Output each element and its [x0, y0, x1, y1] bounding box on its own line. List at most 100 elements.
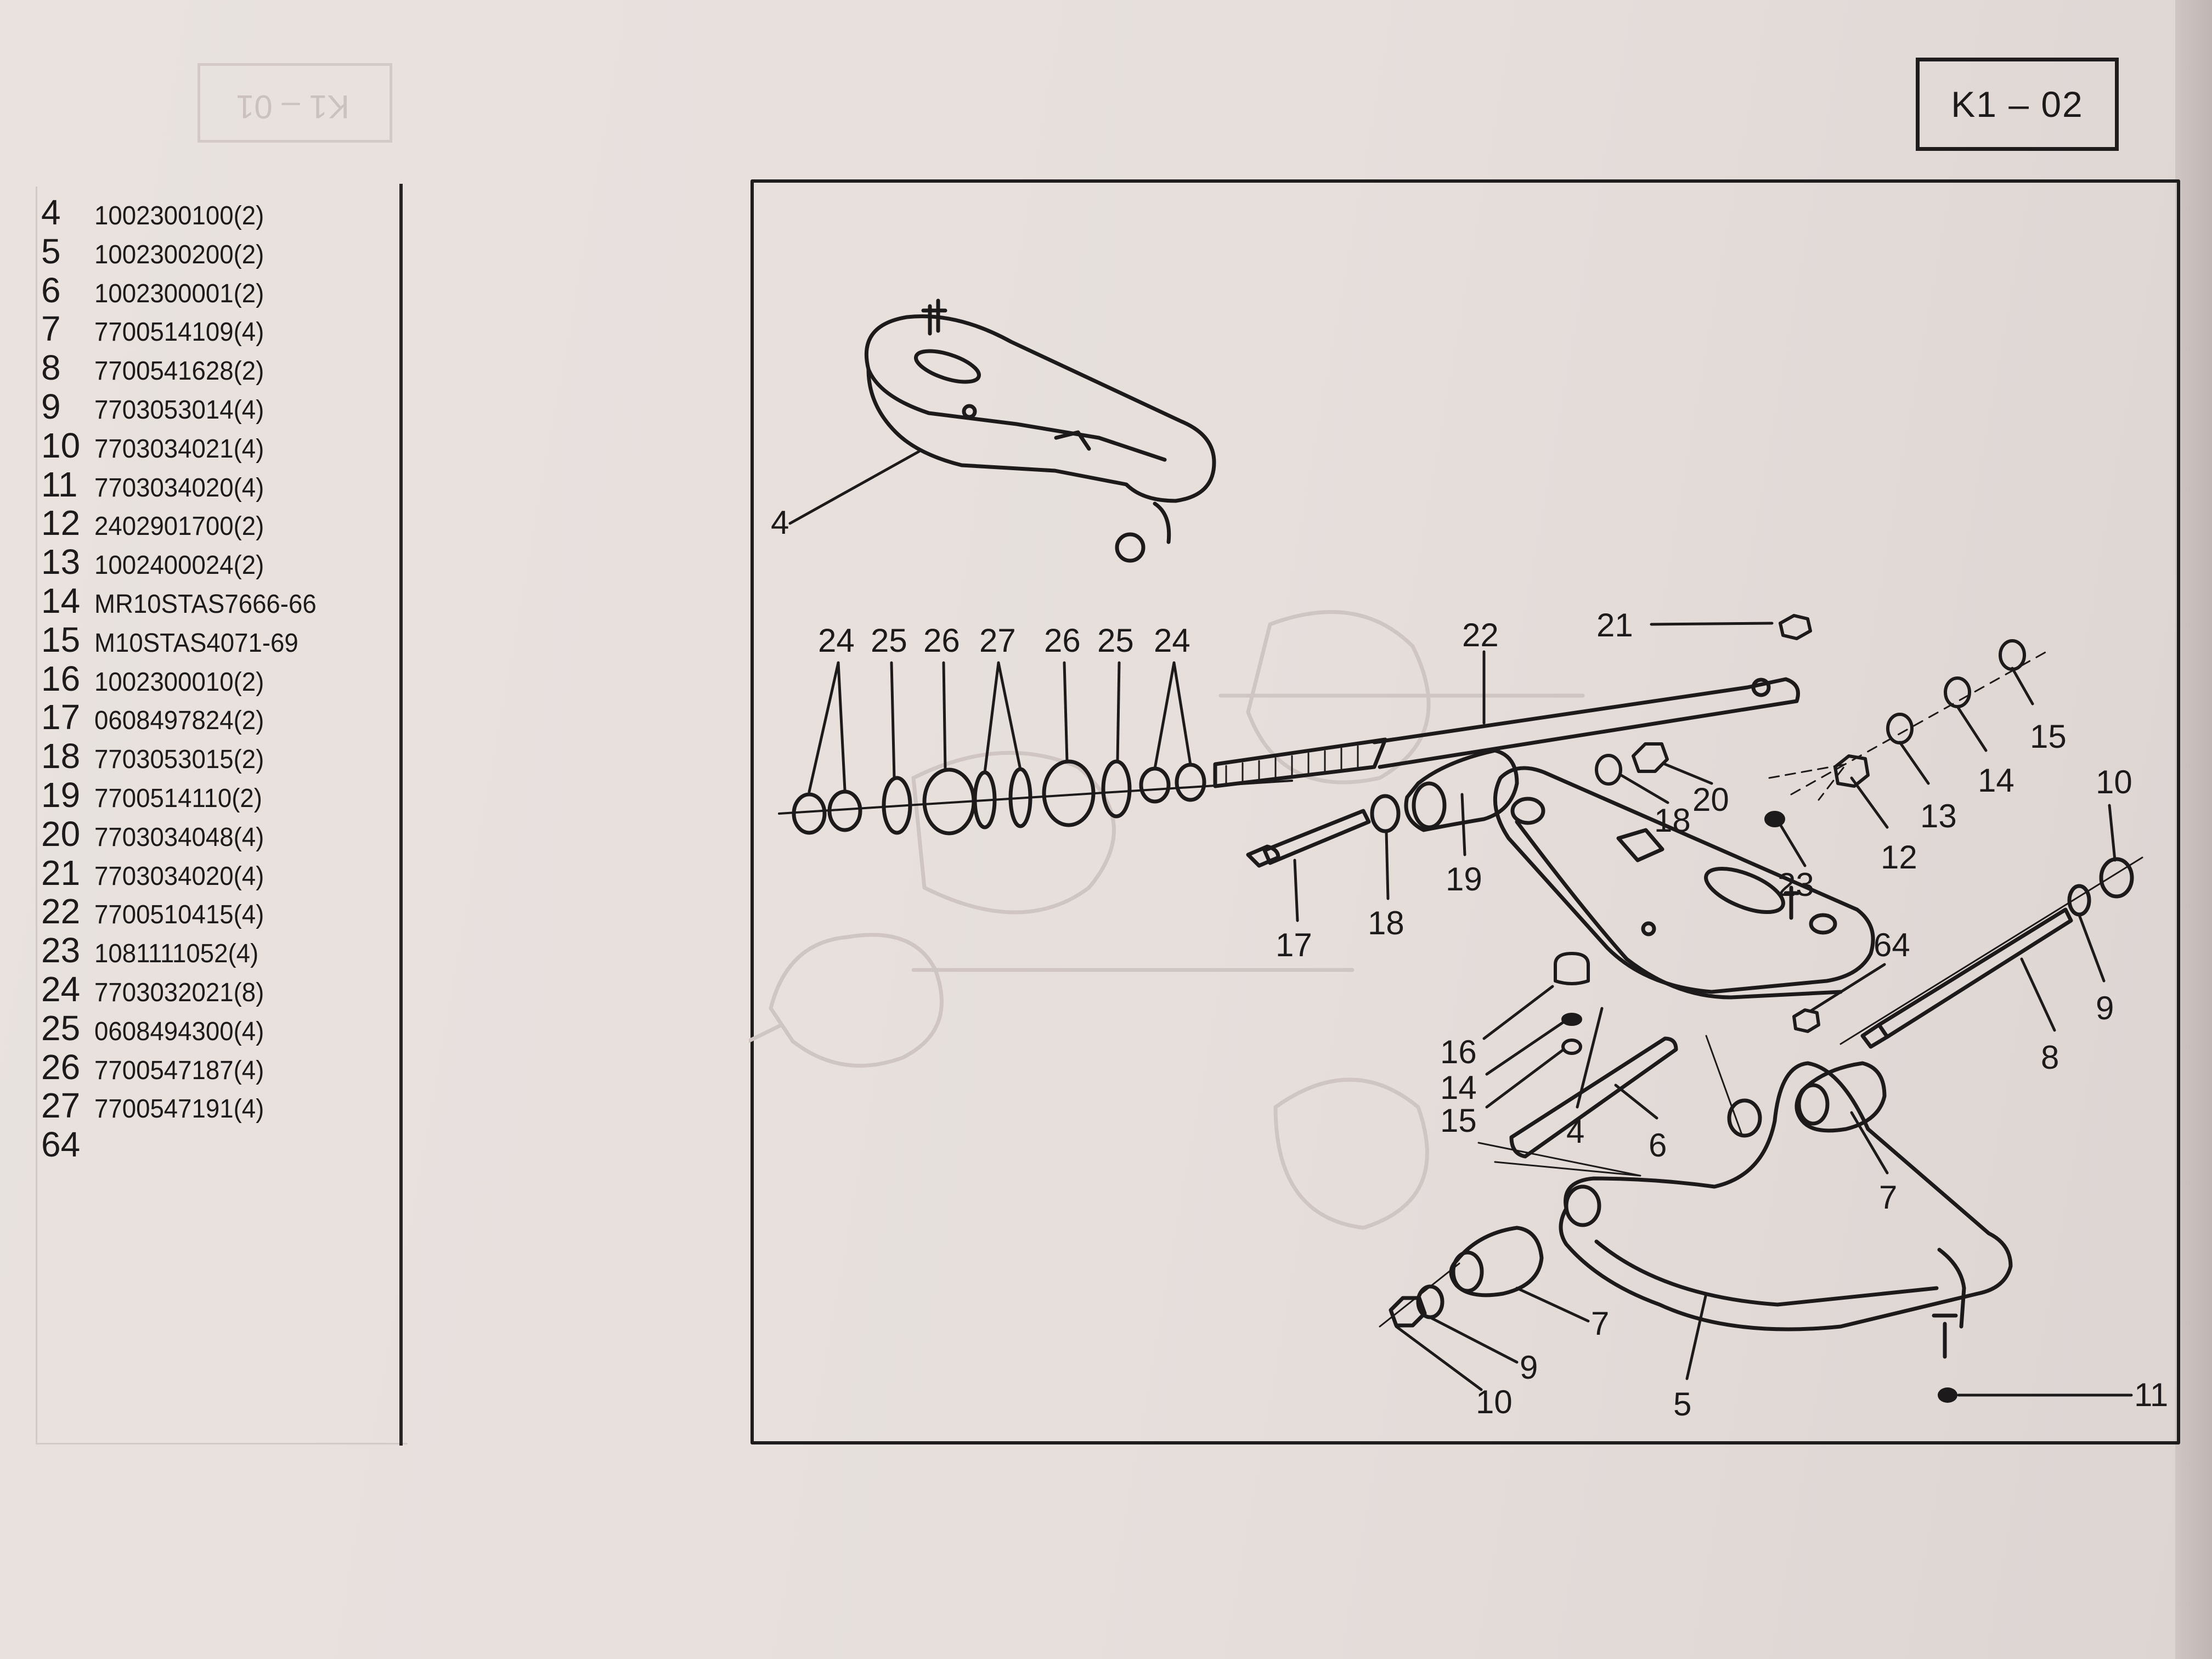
ref-number: 19	[41, 775, 81, 815]
part-number: 7703032021(8)	[94, 978, 264, 1007]
part-number: 1002300010(2)	[94, 667, 264, 697]
part-15	[1999, 639, 2026, 671]
upper-arm-hardware	[1595, 742, 1847, 827]
callout-12: 12	[1881, 839, 1917, 876]
callout-7: 7	[1591, 1305, 1609, 1342]
parts-list-row: 10 7703034021(4)	[41, 425, 328, 465]
bleed-through-text: K1 – 01	[236, 88, 349, 125]
nut-24a	[792, 792, 827, 835]
ref-number: 10	[41, 425, 81, 465]
bush-26b	[1042, 759, 1096, 827]
upper-arm-hardware-leaders	[1620, 763, 1807, 867]
callout-7: 7	[1879, 1179, 1897, 1216]
ref-number: 24	[41, 969, 81, 1009]
right-top-hardware	[1790, 639, 2047, 795]
callout-9: 9	[1520, 1349, 1538, 1386]
lower-arm-bushes	[1379, 1061, 1887, 1328]
callout-6: 6	[1649, 1127, 1667, 1164]
ref-number: 23	[41, 930, 81, 970]
part-number: 7700510415(4)	[94, 900, 264, 930]
parts-list-row: 11 7703034020(4)	[41, 464, 328, 504]
part-17-bolt	[1262, 809, 1371, 865]
diagram-border	[751, 179, 2180, 1444]
list-divider	[399, 184, 403, 1446]
ref-number: 16	[41, 658, 81, 698]
part-number: 1002300100(2)	[94, 201, 264, 230]
callout-14: 14	[1440, 1069, 1477, 1106]
parts-list-row: 18 7703053015(2)	[41, 736, 328, 776]
parts-list-row: 22 7700510415(4)	[41, 891, 328, 932]
ref-number: 64	[41, 1125, 81, 1165]
parts-list-row: 5 1002300200(2)	[41, 231, 328, 271]
part-12	[1833, 754, 1870, 788]
part-23	[1764, 811, 1785, 827]
ref-number: 11	[41, 464, 78, 504]
part-14	[1944, 676, 1971, 708]
callout-10: 10	[1476, 1384, 1513, 1420]
part-number: M10STAS4071-69	[94, 628, 298, 658]
tie-rod-part-22	[1213, 677, 1800, 788]
callout-15: 15	[2030, 718, 2067, 755]
nut-24b	[827, 789, 862, 832]
parts-list-row: 64	[41, 1124, 328, 1165]
part-number: 7703034020(4)	[94, 861, 264, 891]
nut-24d	[1175, 763, 1206, 802]
ref-number: 20	[41, 814, 81, 854]
ref-number: 18	[41, 736, 81, 776]
ref-number: 25	[41, 1008, 81, 1048]
part-number: 7703053015(2)	[94, 745, 264, 775]
leader-line	[1650, 622, 1774, 626]
part-number: MR10STAS7666-66	[94, 589, 317, 619]
parts-list-row: 23 1081111052(4)	[41, 930, 328, 970]
part-19-bush	[1404, 748, 1519, 832]
ref-number: 26	[41, 1047, 81, 1087]
ref-number: 17	[41, 697, 81, 737]
ref-number: 6	[41, 270, 61, 310]
callout-21: 21	[1596, 607, 1633, 644]
callout-17: 17	[1276, 927, 1312, 963]
small-stack-leaders	[1482, 985, 1565, 1109]
ref-number: 5	[41, 231, 61, 271]
ref-number: 9	[41, 386, 61, 426]
bleed-through-driveshaft	[749, 610, 1585, 1230]
part-8-bolt	[1877, 907, 2073, 1039]
exploded-parts-diagram: 4 24 25 26 27 26 25 24 22	[749, 174, 2183, 1447]
right-top-leaders	[1850, 667, 2034, 829]
part-number: 7703034020(4)	[94, 473, 264, 503]
part-7-bush-b	[1449, 1226, 1544, 1297]
part-number: 7700514110(2)	[94, 783, 262, 813]
parts-list-row: 25 0608494300(4)	[41, 1008, 328, 1048]
upper-arm-part-4-mid	[1493, 766, 1875, 1000]
ref-number: 14	[41, 580, 81, 620]
page-code-box: K1 – 02	[1916, 58, 2119, 151]
callout-16: 16	[1440, 1034, 1477, 1070]
left-bolt-leaders	[1293, 793, 1466, 922]
washer-25b	[1101, 759, 1132, 819]
part-number: 7700541628(2)	[94, 357, 264, 386]
part-number: 1002400024(2)	[94, 551, 264, 580]
callout-19: 19	[1446, 861, 1482, 898]
leader-line	[788, 450, 921, 525]
part-7-bush-a	[1795, 1061, 1887, 1133]
nut-24c	[1139, 766, 1171, 804]
callout-64: 64	[1874, 927, 1910, 963]
callout-15: 15	[1440, 1102, 1477, 1139]
ref-number: 22	[41, 891, 81, 932]
part-number: 1081111052(4)	[94, 939, 259, 969]
part-number: 7700514109(4)	[94, 318, 264, 347]
callout-14: 14	[1978, 762, 2015, 799]
part-number: 0608494300(4)	[94, 1017, 264, 1046]
part-number: 1002300200(2)	[94, 240, 264, 269]
bushing-stack	[778, 759, 1293, 836]
part-13	[1886, 713, 1914, 744]
part-number: 7703034021(4)	[94, 434, 264, 464]
left-bolt-assembly	[1246, 748, 1519, 868]
page-code: K1 – 02	[1951, 84, 2084, 125]
